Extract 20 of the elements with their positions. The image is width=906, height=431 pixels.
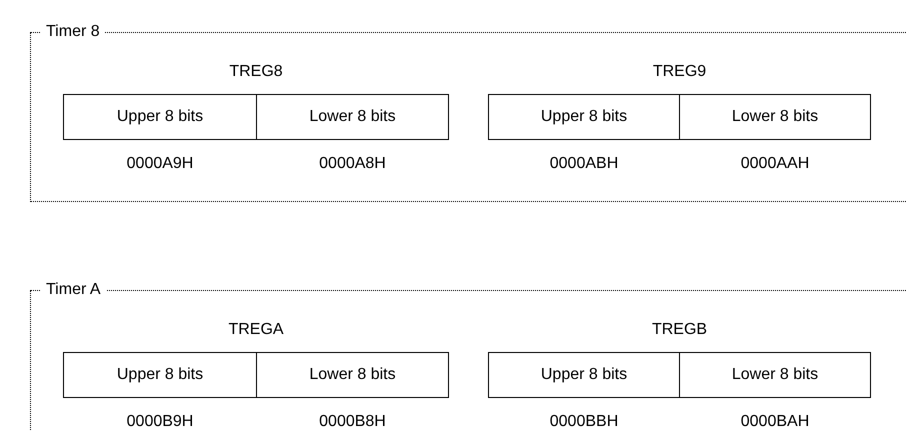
- register-name: TREG8: [228, 62, 284, 82]
- register-name: TREGB: [650, 320, 708, 340]
- address-label: 0000A9H: [126, 154, 194, 174]
- bit-field: Upper 8 bits: [488, 94, 680, 140]
- register-name: TREG9: [652, 62, 708, 82]
- register-name: TREGA: [227, 320, 285, 340]
- address-label: 0000ABH: [548, 154, 620, 174]
- bit-field: Lower 8 bits: [679, 352, 871, 398]
- address-label: 0000B8H: [318, 412, 387, 431]
- bit-field: Upper 8 bits: [488, 352, 680, 398]
- bit-field: Lower 8 bits: [256, 94, 449, 140]
- address-label: 0000AAH: [740, 154, 810, 174]
- address-label: 0000A8H: [318, 154, 387, 174]
- bit-field: Upper 8 bits: [63, 352, 257, 398]
- bit-field: Upper 8 bits: [63, 94, 257, 140]
- bit-field: Lower 8 bits: [679, 94, 871, 140]
- address-label: 0000BAH: [740, 412, 810, 431]
- address-label: 0000B9H: [126, 412, 194, 431]
- bit-field: Lower 8 bits: [256, 352, 449, 398]
- address-label: 0000BBH: [548, 412, 620, 431]
